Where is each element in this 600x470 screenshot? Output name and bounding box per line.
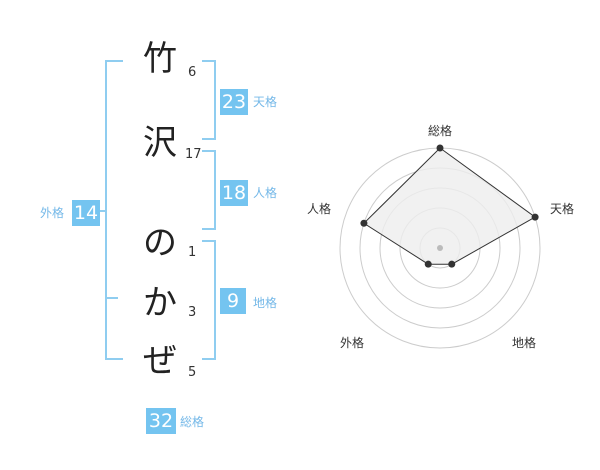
name-char-2: 沢 [143, 123, 177, 163]
stroke-count-1: 6 [188, 65, 197, 80]
radar-point-tenkaku [531, 213, 539, 221]
jinkaku-badge: 18 [220, 180, 248, 206]
name-char-3: の [143, 223, 177, 263]
radar-point-soukaku [436, 144, 444, 152]
radar-label-soukaku: 総格 [428, 123, 452, 138]
gaikaku-badge: 14 [72, 200, 100, 226]
radar-label-chikaku: 地格 [512, 335, 536, 350]
gaikaku-bracket-tick [105, 297, 118, 299]
jinkaku-label: 人格 [253, 186, 278, 200]
radar-label-gaikaku: 外格 [340, 335, 364, 350]
name-char-1: 竹 [143, 39, 177, 79]
soukaku-label: 総格 [180, 415, 205, 429]
stroke-count-4: 3 [188, 305, 197, 320]
tenkaku-label: 天格 [253, 95, 278, 109]
jinkaku-bracket [202, 150, 216, 230]
chikaku-bracket [202, 240, 216, 360]
chikaku-label: 地格 [253, 296, 278, 310]
chikaku-badge: 9 [220, 288, 246, 314]
gaikaku-bracket [105, 60, 123, 360]
name-char-4: か [143, 283, 177, 323]
stroke-count-5: 5 [188, 365, 197, 380]
name-char-5: ぜ [143, 341, 177, 381]
tenkaku-bracket [202, 60, 216, 140]
radar-polygon [363, 147, 537, 265]
stroke-count-3: 1 [188, 245, 197, 260]
radar-point-jinkaku [360, 219, 368, 227]
radar-point-gaikaku [424, 260, 432, 268]
radar-point-chikaku [448, 260, 456, 268]
gaikaku-bracket-stem [98, 210, 106, 212]
gaikaku-label: 外格 [40, 206, 65, 220]
tenkaku-badge: 23 [220, 89, 248, 115]
radar-center-dot [437, 245, 443, 251]
radar-label-tenkaku: 天格 [550, 201, 574, 216]
radar-points [360, 144, 539, 268]
stroke-count-2: 17 [185, 147, 202, 162]
radar-label-jinkaku: 人格 [307, 201, 331, 216]
soukaku-badge: 32 [146, 408, 176, 434]
